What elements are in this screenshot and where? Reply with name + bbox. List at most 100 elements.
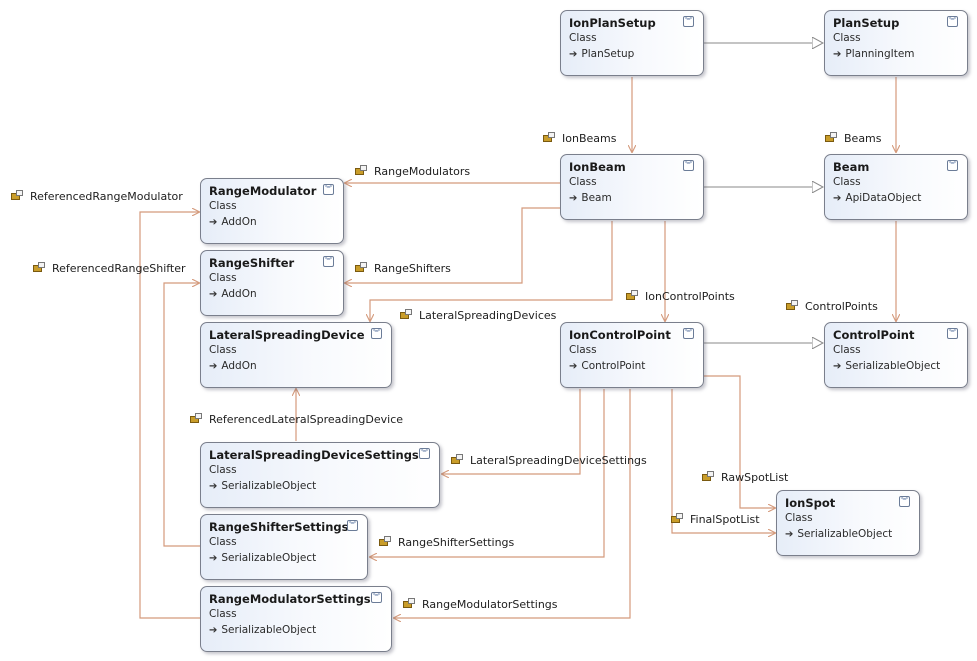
collapse-icon[interactable]: ︾ <box>347 520 358 531</box>
base-class: ➔AddOn <box>209 288 257 300</box>
class-name: ControlPoint <box>833 328 915 342</box>
inherits-arrow-icon: ➔ <box>209 289 218 300</box>
assoc-label-beams[interactable]: Beams <box>825 132 882 145</box>
base-class-name: AddOn <box>221 288 257 300</box>
base-class: ➔AddOn <box>209 216 257 228</box>
collapse-icon[interactable]: ︾ <box>323 256 334 267</box>
class-lateralspreadingdevice[interactable]: LateralSpreadingDevice ︾ Class ➔AddOn <box>200 322 392 388</box>
assoc-rawspotlist <box>704 375 775 508</box>
assoc-label-ionbeams[interactable]: IonBeams <box>543 132 616 145</box>
property-icon <box>702 471 715 482</box>
assoc-label-referencedlateralspreadingdevice[interactable]: ReferencedLateralSpreadingDevice <box>190 413 403 426</box>
assoc-label-text: RangeShifters <box>374 262 451 275</box>
class-name: RangeShifterSettings <box>209 520 349 534</box>
collapse-icon[interactable]: ︾ <box>899 496 910 507</box>
class-kind: Class <box>209 344 237 356</box>
base-class-name: SerializableObject <box>845 360 941 372</box>
assoc-label-text: ReferencedRangeShifter <box>52 262 186 275</box>
class-name: LateralSpreadingDeviceSettings <box>209 448 419 462</box>
class-name: RangeShifter <box>209 256 295 270</box>
base-class-name: ApiDataObject <box>845 192 922 204</box>
class-name: RangeModulatorSettings <box>209 592 371 606</box>
property-icon <box>11 190 24 201</box>
class-rangemodulator[interactable]: RangeModulator ︾ Class ➔AddOn <box>200 178 344 244</box>
property-icon <box>355 165 368 176</box>
base-class: ➔AddOn <box>209 360 257 372</box>
class-kind: Class <box>569 32 597 44</box>
property-icon <box>786 300 799 311</box>
assoc-label-lateralspreadingdevicesettings[interactable]: LateralSpreadingDeviceSettings <box>451 454 647 467</box>
assoc-rangeshiftersettings <box>370 389 605 557</box>
collapse-icon[interactable]: ︾ <box>947 16 958 27</box>
class-rangemodulatorsettings[interactable]: RangeModulatorSettings ︾ Class ➔Serializ… <box>200 586 392 652</box>
assoc-label-text: ControlPoints <box>805 300 878 313</box>
collapse-icon[interactable]: ︾ <box>683 328 694 339</box>
base-class-name: SerializableObject <box>221 552 317 564</box>
assoc-label-controlpoints[interactable]: ControlPoints <box>786 300 878 313</box>
inherits-arrow-icon: ➔ <box>569 49 578 60</box>
property-icon <box>543 132 556 143</box>
class-rangeshiftersettings[interactable]: RangeShifterSettings ︾ Class ➔Serializab… <box>200 514 368 580</box>
base-class-name: SerializableObject <box>797 528 893 540</box>
assoc-label-text: FinalSpotList <box>690 513 760 526</box>
assoc-label-rangeshifters[interactable]: RangeShifters <box>355 262 451 275</box>
base-class-name: Beam <box>581 192 612 204</box>
inherits-arrow-icon: ➔ <box>833 193 842 204</box>
class-name: RangeModulator <box>209 184 317 198</box>
assoc-label-rangeshiftersettings[interactable]: RangeShifterSettings <box>379 536 514 549</box>
collapse-icon[interactable]: ︾ <box>947 160 958 171</box>
class-ionplansetup[interactable]: IonPlanSetup ︾ Class ➔PlanSetup <box>560 10 704 76</box>
assoc-label-rangemodulators[interactable]: RangeModulators <box>355 165 470 178</box>
class-name: IonPlanSetup <box>569 16 656 30</box>
class-lateralspreadingdevicesettings[interactable]: LateralSpreadingDeviceSettings ︾ Class ➔… <box>200 442 440 508</box>
class-ionspot[interactable]: IonSpot ︾ Class ➔SerializableObject <box>776 490 920 556</box>
class-name: IonBeam <box>569 160 626 174</box>
inherits-arrow-icon: ➔ <box>209 625 218 636</box>
assoc-label-referencedrangeshifter[interactable]: ReferencedRangeShifter <box>33 262 186 275</box>
assoc-label-finalspotlist[interactable]: FinalSpotList <box>671 513 760 526</box>
class-kind: Class <box>209 608 237 620</box>
class-controlpoint[interactable]: ControlPoint ︾ Class ➔SerializableObject <box>824 322 968 388</box>
assoc-label-rawspotlist[interactable]: RawSpotList <box>702 471 788 484</box>
class-ionbeam[interactable]: IonBeam ︾ Class ➔Beam <box>560 154 704 220</box>
base-class: ➔SerializableObject <box>209 552 316 564</box>
class-kind: Class <box>209 272 237 284</box>
assoc-label-ioncontrolpoints[interactable]: IonControlPoints <box>626 290 735 303</box>
assoc-label-referencedrangemodulator[interactable]: ReferencedRangeModulator <box>11 190 183 203</box>
collapse-icon[interactable]: ︾ <box>683 16 694 27</box>
collapse-icon[interactable]: ︾ <box>683 160 694 171</box>
class-plansetup[interactable]: PlanSetup ︾ Class ➔PlanningItem <box>824 10 968 76</box>
assoc-lateralspreadingdevicesettings <box>442 389 581 474</box>
base-class: ➔Beam <box>569 192 612 204</box>
inherits-arrow-icon: ➔ <box>569 193 578 204</box>
property-icon <box>33 262 46 273</box>
collapse-icon[interactable]: ︾ <box>947 328 958 339</box>
inherits-arrow-icon: ➔ <box>209 553 218 564</box>
class-kind: Class <box>833 176 861 188</box>
assoc-rangeshifters <box>345 207 560 283</box>
class-kind: Class <box>833 344 861 356</box>
base-class-name: SerializableObject <box>221 624 317 636</box>
class-kind: Class <box>569 176 597 188</box>
assoc-label-text: LateralSpreadingDevices <box>419 309 557 322</box>
inherits-arrow-icon: ➔ <box>569 361 578 372</box>
collapse-icon[interactable]: ︾ <box>371 592 382 603</box>
assoc-finalspotlist <box>671 389 775 533</box>
class-rangeshifter[interactable]: RangeShifter ︾ Class ➔AddOn <box>200 250 344 316</box>
class-ioncontrolpoint[interactable]: IonControlPoint ︾ Class ➔ControlPoint <box>560 322 704 388</box>
assoc-label-rangemodulatorsettings[interactable]: RangeModulatorSettings <box>403 598 558 611</box>
assoc-label-text: IonControlPoints <box>645 290 735 303</box>
assoc-label-lateralspreadingdevices[interactable]: LateralSpreadingDevices <box>400 309 556 322</box>
collapse-icon[interactable]: ︾ <box>323 184 334 195</box>
assoc-rangemodulatorsettings <box>394 389 631 618</box>
class-beam[interactable]: Beam ︾ Class ➔ApiDataObject <box>824 154 968 220</box>
base-class: ➔PlanningItem <box>833 48 915 60</box>
assoc-label-text: Beams <box>844 132 882 145</box>
collapse-icon[interactable]: ︾ <box>371 328 382 339</box>
collapse-icon[interactable]: ︾ <box>419 448 430 459</box>
assoc-label-text: RangeModulators <box>374 165 471 178</box>
assoc-label-text: LateralSpreadingDeviceSettings <box>470 454 647 467</box>
class-name: LateralSpreadingDevice <box>209 328 365 342</box>
inherits-arrow-icon: ➔ <box>833 49 842 60</box>
